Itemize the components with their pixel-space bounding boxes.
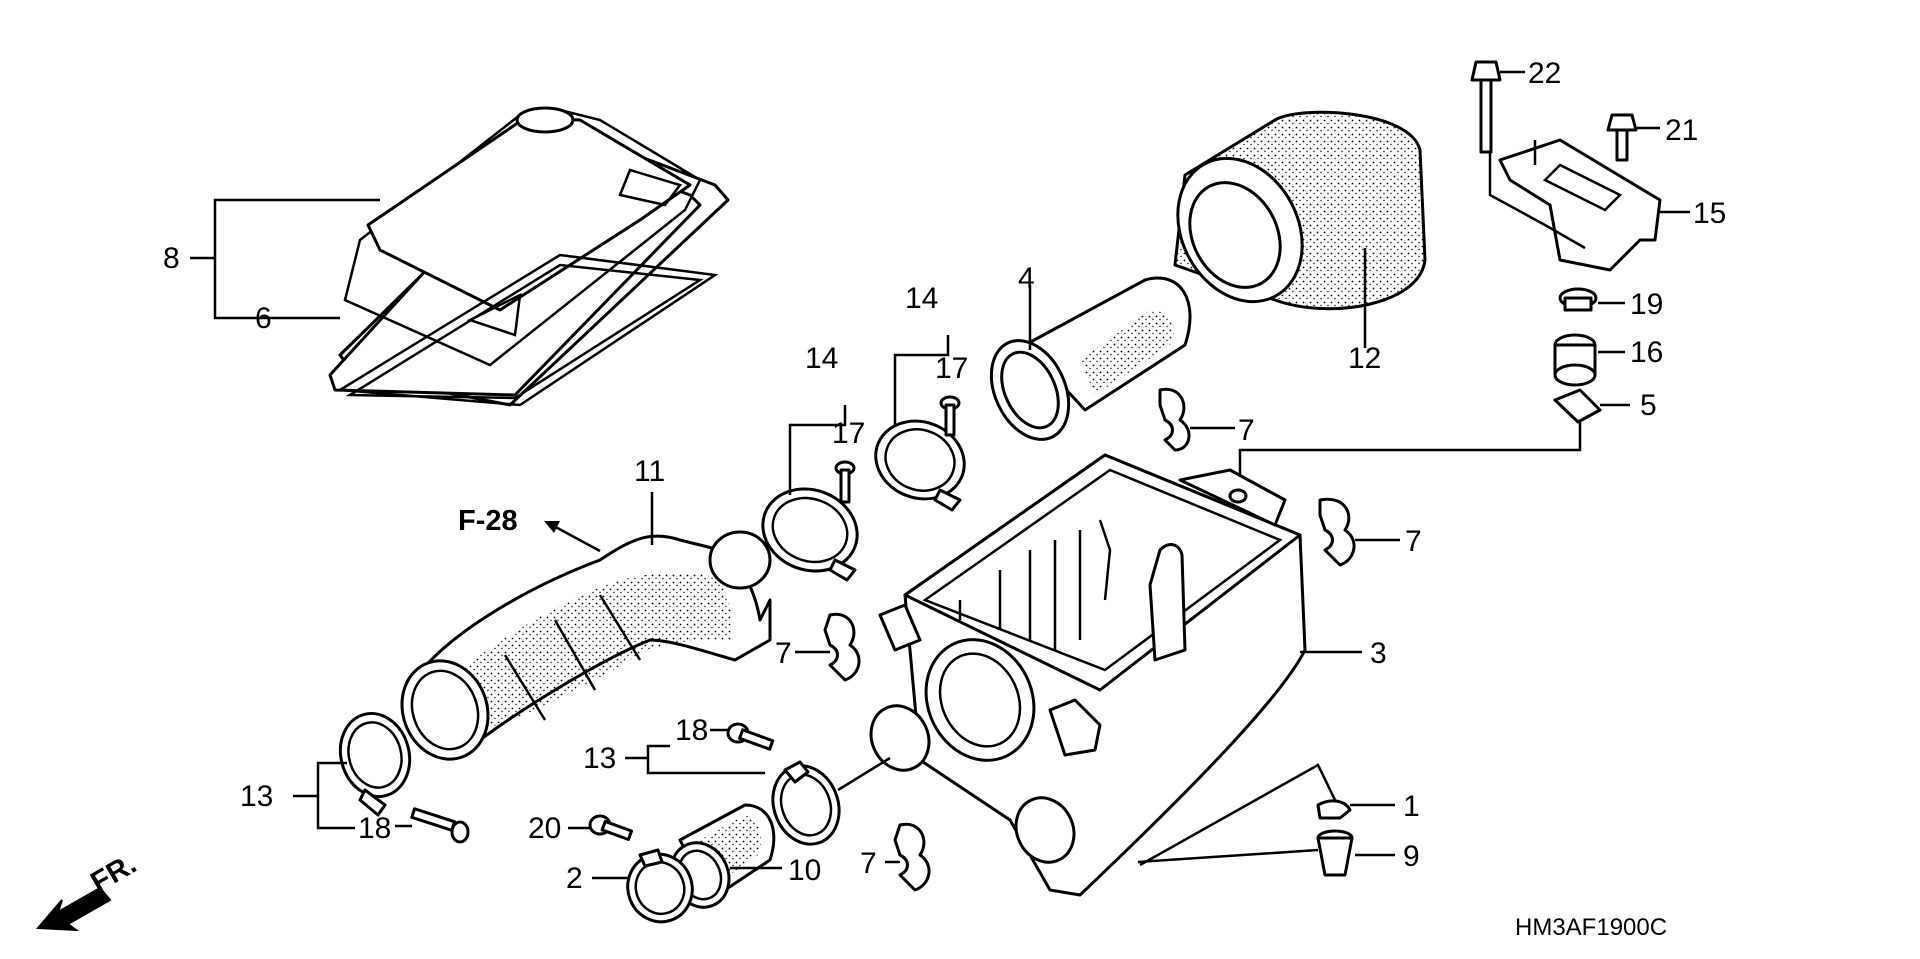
- screw-18-left: [395, 807, 470, 844]
- label-7-bottom: 7: [860, 847, 877, 880]
- clip-7-middle: [795, 612, 861, 682]
- nut-5: [1238, 388, 1630, 488]
- label-14-right: 14: [905, 282, 938, 315]
- label-15: 15: [1693, 197, 1726, 230]
- band-14-left: [761, 405, 859, 582]
- label-7-middle: 7: [775, 637, 792, 670]
- mounting-bracket: [1488, 138, 1690, 272]
- screw-18-middle: [710, 722, 775, 751]
- label-10: 10: [788, 854, 821, 887]
- drain-plug-9: [1137, 829, 1395, 877]
- label-17-left: 17: [832, 417, 865, 450]
- bolt-22: [1470, 60, 1525, 154]
- label-19: 19: [1630, 288, 1663, 321]
- label-9: 9: [1403, 840, 1420, 873]
- label-7-right: 7: [1405, 525, 1422, 558]
- label-18-left: 18: [358, 812, 391, 845]
- diagram-code: HM3AF1900C: [1515, 914, 1667, 941]
- label-14-left: 14: [805, 342, 838, 375]
- band-14-right: [874, 335, 966, 512]
- drain-clip-1: [1139, 763, 1395, 867]
- clip-7-right: [1318, 497, 1400, 567]
- reference-f28: F-28: [458, 505, 518, 537]
- label-2: 2: [566, 862, 583, 895]
- label-4: 4: [1018, 262, 1035, 295]
- label-17-right: 17: [935, 352, 968, 385]
- band-13-middle: [625, 744, 891, 846]
- grommet-16: [1553, 333, 1625, 387]
- connecting-tube-10: [669, 803, 782, 909]
- label-8: 8: [163, 242, 180, 275]
- label-5: 5: [1640, 389, 1657, 422]
- filter-screen: [989, 276, 1192, 441]
- label-7-top: 7: [1238, 414, 1255, 447]
- label-20: 20: [528, 812, 561, 845]
- label-3: 3: [1370, 637, 1387, 670]
- label-12: 12: [1348, 342, 1381, 375]
- collar-19: [1558, 287, 1625, 312]
- reference-arrow: [544, 521, 601, 553]
- front-direction-marker: FR.: [35, 848, 142, 932]
- label-11: 11: [634, 455, 665, 488]
- screw-17-left: [834, 460, 856, 504]
- label-13-left: 13: [240, 780, 273, 813]
- label-6: 6: [255, 302, 272, 335]
- screw-17-right: [939, 395, 961, 437]
- clip-7-top: [1158, 387, 1235, 452]
- label-22: 22: [1528, 57, 1561, 90]
- band-13-left: [293, 711, 412, 830]
- clip-7-bottom: [885, 822, 931, 892]
- air-cleaner-cover: [328, 106, 730, 407]
- label-1: 1: [1403, 790, 1420, 823]
- band-2: [592, 848, 694, 924]
- intake-tube: [400, 530, 772, 761]
- bolt-21: [1606, 113, 1660, 162]
- label-21: 21: [1665, 114, 1698, 147]
- label-18-middle: 18: [675, 714, 708, 747]
- label-13-middle: 13: [583, 742, 616, 775]
- air-cleaner-case: [869, 453, 1307, 897]
- label-16: 16: [1630, 336, 1663, 369]
- screw-20: [568, 814, 634, 841]
- callout-8-6-bracket: [190, 198, 380, 320]
- air-filter-element: [1173, 110, 1427, 311]
- air-cleaner-seal: [336, 253, 719, 407]
